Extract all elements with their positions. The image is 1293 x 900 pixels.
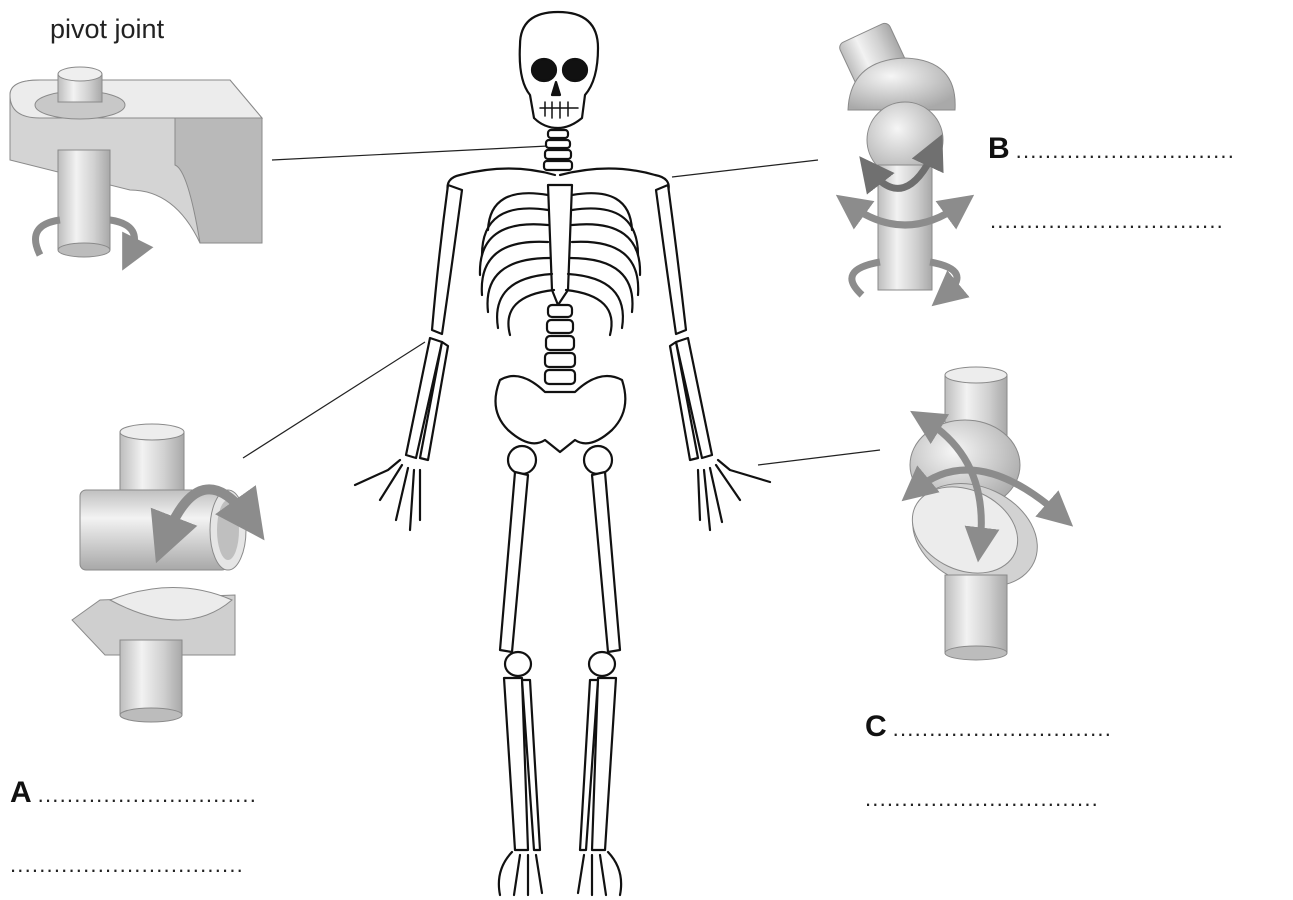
answer-line-b-1: .............................. (1016, 138, 1235, 164)
hinge-joint-icon (72, 424, 250, 722)
leader-line-b (672, 160, 818, 177)
leader-line-c (758, 450, 880, 465)
ball-socket-joint-icon (838, 21, 960, 295)
pivot-joint-label: pivot joint (50, 14, 164, 45)
answer-field-c[interactable]: C .............................. (865, 710, 1112, 744)
answer-line-c-1: .............................. (893, 716, 1112, 742)
skeleton-icon (355, 12, 770, 895)
leader-line-pivot (272, 146, 548, 160)
answer-line-b-2[interactable]: ................................ (990, 208, 1224, 234)
answer-line-c-2[interactable]: ................................ (865, 786, 1099, 812)
answer-line-a-1: .............................. (38, 782, 257, 808)
pivot-joint-icon (10, 67, 262, 257)
condyloid-joint-icon (896, 367, 1060, 660)
answer-label-a: A (10, 776, 32, 810)
answer-field-b[interactable]: B .............................. (988, 132, 1235, 166)
leader-line-a (243, 342, 425, 458)
answer-field-a[interactable]: A .............................. (10, 776, 257, 810)
answer-label-c: C (865, 710, 887, 744)
answer-label-b: B (988, 132, 1010, 166)
answer-line-a-2[interactable]: ................................ (10, 852, 244, 878)
